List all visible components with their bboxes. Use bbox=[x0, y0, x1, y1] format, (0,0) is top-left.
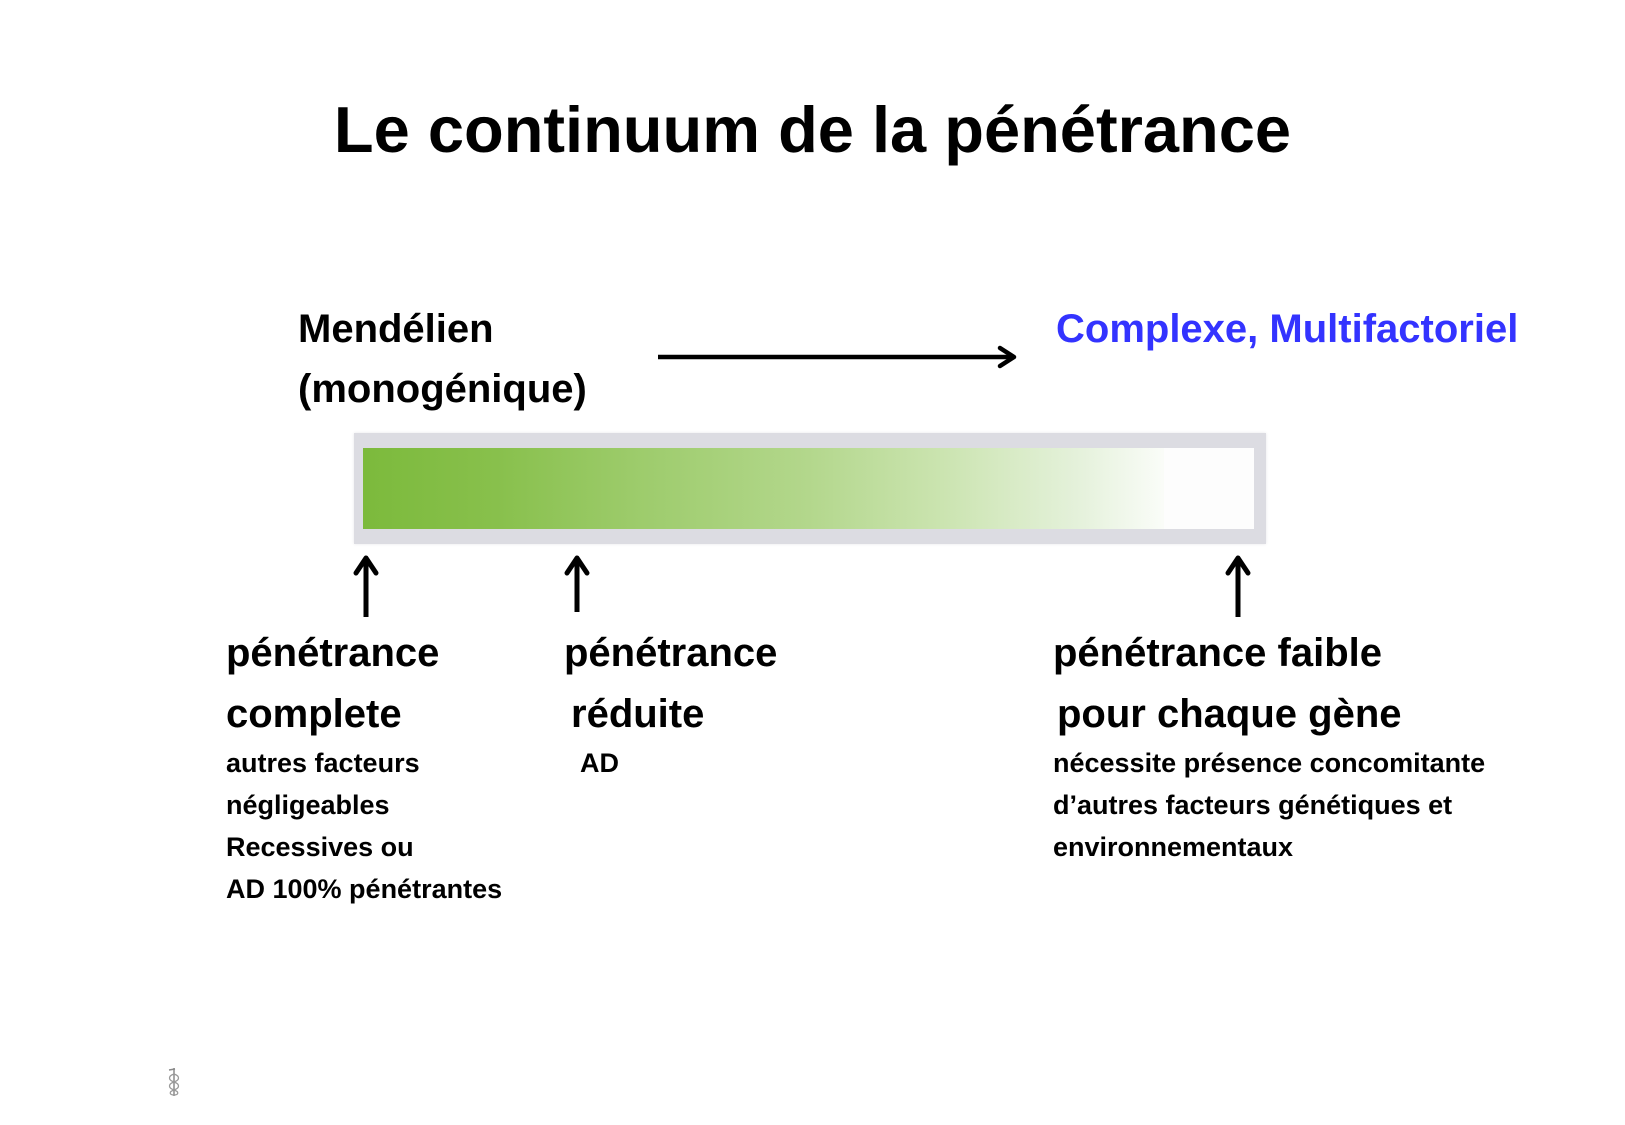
marker-detail: AD 100% pénétrantes bbox=[226, 874, 503, 904]
caduceus-icon bbox=[168, 1068, 180, 1096]
marker-detail: d’autres facteurs génétiques et bbox=[1053, 790, 1453, 820]
up-arrow-icon bbox=[564, 555, 590, 612]
gradient-fill bbox=[363, 448, 1254, 529]
marker-heading: réduite bbox=[571, 692, 705, 736]
marker-heading: pénétrance bbox=[226, 631, 440, 675]
marker-detail: nécessite présence concomitante bbox=[1053, 748, 1486, 778]
marker-detail: négligeables bbox=[226, 790, 390, 820]
page-title: Le continuum de la pénétrance bbox=[333, 93, 1292, 166]
penetrance-gradient-bar bbox=[354, 433, 1266, 544]
complex-multifactorial-label: Complexe, Multifactoriel bbox=[1056, 307, 1519, 351]
marker-detail: AD bbox=[580, 748, 619, 778]
mendelian-label: Mendélien bbox=[298, 307, 494, 351]
marker-detail: autres facteurs bbox=[226, 748, 420, 778]
monogenic-label: (monogénique) bbox=[298, 367, 587, 411]
marker-heading: complete bbox=[226, 692, 402, 736]
marker-detail: environnementaux bbox=[1053, 832, 1294, 862]
right-arrow-icon bbox=[658, 345, 1017, 369]
marker-heading: pénétrance faible bbox=[1053, 631, 1383, 675]
up-arrow-icon bbox=[353, 555, 379, 617]
marker-heading: pour chaque gène bbox=[1057, 692, 1402, 736]
marker-heading: pénétrance bbox=[564, 631, 778, 675]
up-arrow-icon bbox=[1225, 555, 1251, 617]
marker-detail: Recessives ou bbox=[226, 832, 414, 862]
